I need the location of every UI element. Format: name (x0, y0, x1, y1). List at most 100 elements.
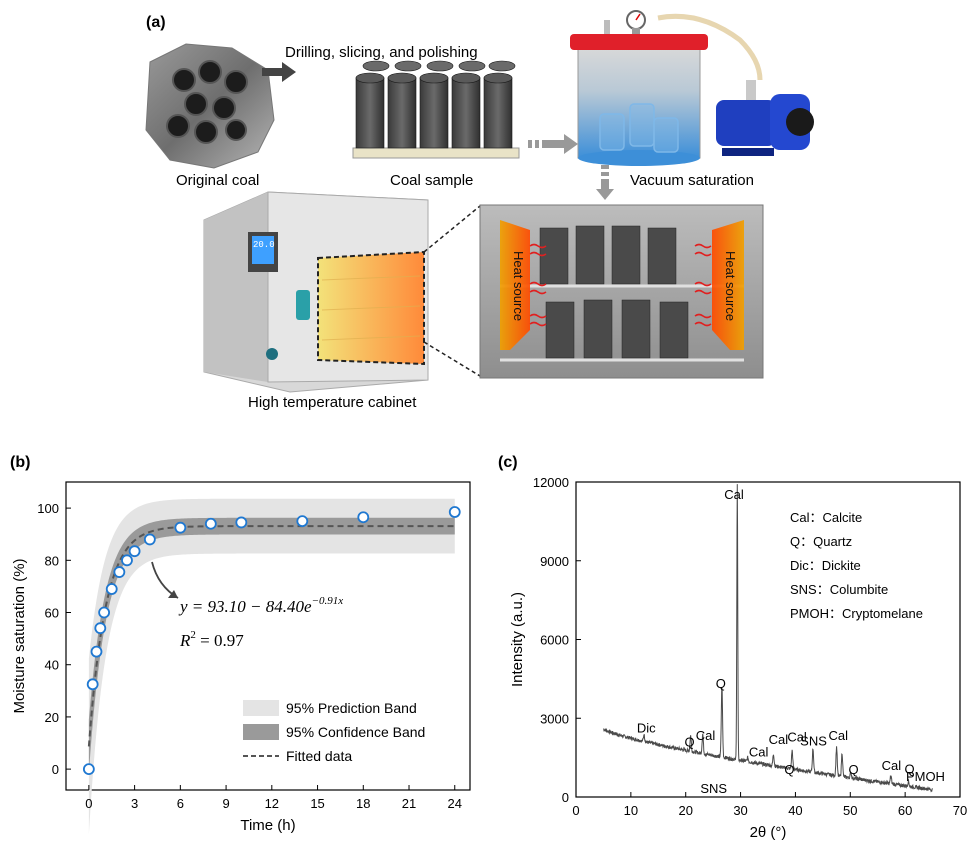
data-point (357, 511, 370, 524)
x-tick-label: 6 (177, 796, 184, 811)
peak-label: Q (904, 761, 914, 776)
phase-legend-line: SNS：Columbite (790, 582, 888, 597)
cabinet-display-value: 20.0 (253, 240, 275, 250)
fit-r2-sup: 2 (190, 629, 196, 641)
coal-sample-caption: Coal sample (390, 172, 474, 189)
panel-b-label: (b) (10, 454, 31, 471)
x-tick-label: 9 (222, 796, 229, 811)
x-tick-label: 3 (131, 796, 138, 811)
x-tick-label: 60 (898, 803, 912, 818)
cabinet-image (203, 191, 429, 393)
y-tick-label: 9000 (540, 554, 569, 569)
peak-label: Q (849, 762, 859, 777)
y-tick-label: 12000 (533, 475, 569, 490)
fit-r2-symbol: R (179, 631, 191, 650)
down-arrow (596, 165, 614, 200)
phase-legend-line: Dic：Dickite (790, 558, 861, 573)
chart-c-xlabel: 2θ (°) (750, 824, 787, 841)
data-point (113, 566, 126, 578)
peak-label: PMOH (906, 769, 945, 784)
y-tick-label: 20 (45, 710, 59, 725)
legend-prediction-swatch (243, 700, 279, 716)
peak-label: Q (716, 676, 726, 691)
chart-b-xlabel: Time (h) (240, 817, 295, 834)
fit-r2: R2 = 0.97 (179, 629, 244, 650)
data-point (82, 763, 95, 776)
drill-caption: Drilling, slicing, and polishing (285, 44, 478, 61)
y-tick-label: 0 (52, 762, 59, 777)
x-tick-label: 12 (265, 796, 279, 811)
chart-c-ylabel: Intensity (a.u.) (509, 592, 526, 687)
panel-a-label: (a) (146, 14, 166, 31)
peak-label: Cal (787, 729, 807, 744)
chart-b-ylabel: Moisture saturation (%) (11, 558, 28, 713)
data-point (204, 517, 217, 530)
fit-r2-value: = 0.97 (196, 631, 244, 650)
peak-label: Q (784, 762, 794, 777)
x-tick-label: 70 (953, 803, 967, 818)
y-tick-label: 40 (45, 658, 59, 673)
peak-label: Dic (637, 721, 656, 736)
x-tick-label: 21 (402, 796, 416, 811)
fit-equation-exponent: −0.91x (312, 595, 344, 607)
peak-label: SNS (800, 733, 827, 748)
peak-label: Cal (769, 732, 789, 747)
x-tick-label: 18 (356, 796, 370, 811)
vacuum-pump-image (716, 80, 814, 156)
peak-label: Cal (696, 728, 716, 743)
cabinet-caption: High temperature cabinet (248, 394, 417, 411)
phase-legend-line: Q：Quartz (790, 534, 852, 549)
data-point (174, 521, 187, 534)
x-tick-label: 24 (448, 796, 462, 811)
data-point (94, 622, 107, 635)
heat-source-right-label: Heat source (723, 251, 738, 321)
peak-label: SNS (700, 781, 727, 796)
data-point (105, 583, 118, 595)
fit-equation: y = 93.10 − 84.40e−0.91x (178, 595, 343, 616)
xrd-pattern (603, 484, 933, 793)
x-tick-label: 40 (788, 803, 802, 818)
heat-source-left-label: Heat source (511, 251, 526, 321)
confidence-band (88, 517, 455, 774)
y-tick-label: 60 (45, 606, 59, 621)
y-tick-label: 0 (562, 790, 569, 805)
data-point (90, 645, 103, 658)
original-coal-caption: Original coal (176, 172, 260, 189)
data-point (121, 554, 133, 567)
x-tick-label: 0 (85, 796, 92, 811)
zoom-connectors (423, 205, 481, 377)
x-tick-label: 15 (310, 796, 324, 811)
vacuum-caption: Vacuum saturation (630, 172, 754, 189)
phase-legend-line: Cal：Calcite (790, 510, 862, 525)
legend-confidence-swatch (243, 724, 279, 740)
data-point (296, 515, 309, 528)
y-tick-label: 3000 (540, 711, 569, 726)
peak-label: Cal (724, 487, 744, 502)
legend-prediction-label: 95% Prediction Band (286, 700, 417, 716)
data-points (82, 506, 461, 776)
chamber-interior-image: Heat source Heat source (479, 204, 764, 379)
panel-c-label: (c) (498, 454, 518, 471)
phase-legend-line: PMOH：Cryptomelane (790, 606, 923, 621)
plot-frame (65, 481, 471, 791)
chart-b-frame (65, 481, 471, 791)
legend-fit-label: Fitted data (286, 748, 352, 764)
y-tick-label: 80 (45, 553, 59, 568)
peak-label: Q (684, 735, 694, 750)
data-point (128, 545, 141, 558)
data-point (98, 606, 111, 619)
peak-label: Cal (882, 758, 902, 773)
x-tick-label: 0 (572, 803, 579, 818)
prediction-band (88, 498, 455, 835)
y-tick-label: 6000 (540, 633, 569, 648)
data-point (448, 506, 461, 518)
vacuum-vessel-image (570, 10, 763, 166)
data-point (143, 533, 156, 546)
panel-a-illustration: Heat source Heat source (145, 10, 814, 393)
x-tick-label: 20 (678, 803, 692, 818)
equation-arrowhead (168, 590, 178, 598)
